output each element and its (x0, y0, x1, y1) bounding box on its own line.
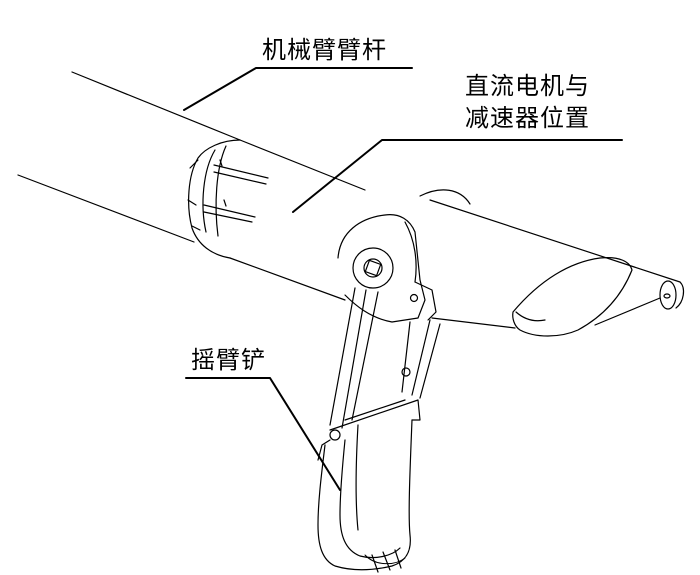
link-arms (329, 287, 441, 441)
leader-arm-rod (183, 67, 413, 111)
label-motor-line2: 减速器位置 (465, 104, 590, 132)
leader-lines (183, 67, 623, 491)
motor-sleeve (187, 139, 366, 301)
arm-rod-outline (17, 71, 241, 243)
tube-right (419, 189, 685, 337)
leader-shovel (185, 377, 341, 491)
pivot-bracket (337, 214, 437, 323)
label-rocker-shovel: 摇臂铲 (191, 346, 266, 374)
label-arm-rod: 机械臂臂杆 (262, 36, 387, 64)
leader-motor (292, 139, 623, 213)
label-motor-line1: 直流电机与 (465, 72, 590, 100)
rocker-shovel (317, 399, 421, 573)
